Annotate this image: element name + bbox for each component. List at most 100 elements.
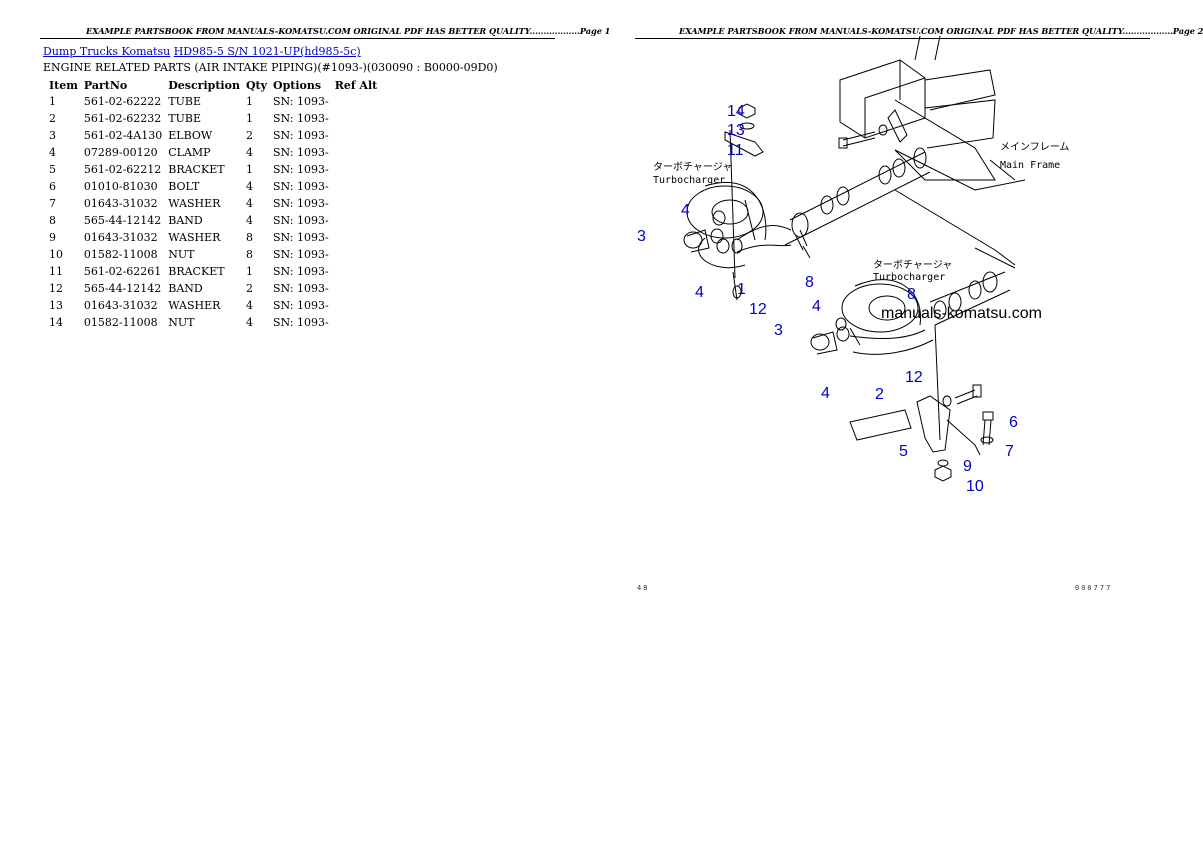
table-cell: 13	[49, 299, 63, 312]
table-cell: 01643-31032	[83, 197, 158, 210]
table-cell: NUT	[168, 316, 195, 329]
table-cell: 561-02-62222	[83, 95, 162, 108]
table-cell: SN: 1093-	[273, 265, 329, 278]
table-cell: 8	[245, 248, 253, 261]
table-cell: 4	[245, 214, 253, 227]
breadcrumb-model-link[interactable]: HD985-5 S/N 1021-UP(hd985-5c)	[173, 45, 361, 58]
callout-12-a: 12	[749, 301, 767, 318]
turbocharger-label-jp-2: ターボチャージャ	[873, 259, 952, 271]
table-cell: BAND	[168, 214, 203, 227]
page-1: EXAMPLE PARTSBOOK FROM MANUALS-KOMATSU.C…	[0, 0, 610, 842]
lower-pipe-drawing	[929, 271, 1011, 326]
table-cell: 1	[49, 95, 56, 108]
table-cell: 3	[49, 129, 56, 142]
header-rule	[635, 38, 1150, 39]
table-cell	[332, 280, 381, 297]
callout-8-b: 8	[907, 286, 916, 303]
table-cell: 01582-11008	[83, 316, 158, 329]
table-cell: SN: 1093-	[273, 146, 329, 159]
bracket-11-drawing	[724, 129, 764, 301]
header-rule	[40, 38, 555, 39]
nut-14-drawing	[738, 103, 756, 130]
table-cell: 2	[245, 129, 253, 142]
table-cell	[332, 93, 381, 110]
callout-4-c: 4	[812, 298, 821, 315]
callout-9: 9	[963, 458, 972, 475]
callout-1: 1	[737, 281, 746, 298]
table-cell: SN: 1093-	[273, 112, 329, 125]
table-cell: SN: 1093-	[273, 197, 329, 210]
table-cell: 561-02-62261	[83, 265, 162, 278]
table-cell: TUBE	[168, 112, 201, 125]
table-cell: SN: 1093-	[273, 231, 329, 244]
table-cell: 4	[245, 197, 253, 210]
table-cell	[332, 195, 381, 212]
callout-6: 6	[1009, 414, 1018, 431]
page-2: EXAMPLE PARTSBOOK FROM MANUALS-KOMATSU.C…	[595, 0, 1203, 842]
table-cell: 561-02-62232	[83, 112, 162, 125]
connection-line-drawing	[894, 189, 1016, 269]
callout-12-b: 12	[905, 369, 923, 386]
table-cell: 12	[49, 282, 63, 295]
table-cell: 01582-11008	[83, 248, 158, 261]
table-cell: SN: 1093-	[273, 129, 329, 142]
column-header: Qty	[245, 78, 268, 92]
table-cell	[332, 110, 381, 127]
table-cell: 4	[245, 316, 253, 329]
callout-4-d: 4	[821, 385, 830, 402]
table-cell: SN: 1093-	[273, 248, 329, 261]
table-cell: 4	[245, 146, 253, 159]
table-cell: 1	[245, 112, 253, 125]
table-cell: 07289-00120	[83, 146, 158, 159]
breadcrumb-category-link[interactable]: Dump Trucks Komatsu	[43, 45, 171, 58]
table-cell: 4	[245, 180, 253, 193]
main-frame-drawing	[839, 35, 1026, 191]
table-cell: SN: 1093-	[273, 163, 329, 176]
callout-3-a: 3	[637, 228, 646, 245]
frame-bolt-drawing	[838, 109, 908, 149]
table-cell: 01010-81030	[83, 180, 158, 193]
bolt-6-drawing	[942, 384, 994, 446]
callout-4-b: 4	[695, 284, 704, 301]
callout-4-a: 4	[681, 202, 690, 219]
table-cell: 10	[49, 248, 63, 261]
table-cell	[332, 127, 381, 144]
table-cell: WASHER	[168, 197, 221, 210]
callout-10: 10	[966, 478, 984, 495]
table-cell	[332, 161, 381, 178]
page-header: EXAMPLE PARTSBOOK FROM MANUALS-KOMATSU.C…	[86, 26, 611, 36]
table-cell	[332, 144, 381, 161]
table-cell: SN: 1093-	[273, 299, 329, 312]
table-cell: 1	[245, 265, 253, 278]
table-cell: 9	[49, 231, 56, 244]
callout-7: 7	[1005, 443, 1014, 460]
table-cell: BOLT	[168, 180, 200, 193]
table-cell: 8	[49, 214, 56, 227]
table-cell: SN: 1093-	[273, 316, 329, 329]
table-cell: ELBOW	[168, 129, 213, 142]
table-cell: 561-02-62212	[83, 163, 162, 176]
table-cell	[332, 246, 381, 263]
table-cell: 5	[49, 163, 56, 176]
table-cell: 4	[49, 146, 56, 159]
section-title: ENGINE RELATED PARTS (AIR INTAKE PIPING)…	[43, 61, 498, 74]
table-cell	[332, 263, 381, 280]
drawing-page-number: 48	[637, 584, 650, 592]
callout-2: 2	[875, 386, 884, 403]
table-cell	[332, 229, 381, 246]
table-cell: 565-44-12142	[83, 282, 162, 295]
column-header: Item	[49, 78, 78, 92]
